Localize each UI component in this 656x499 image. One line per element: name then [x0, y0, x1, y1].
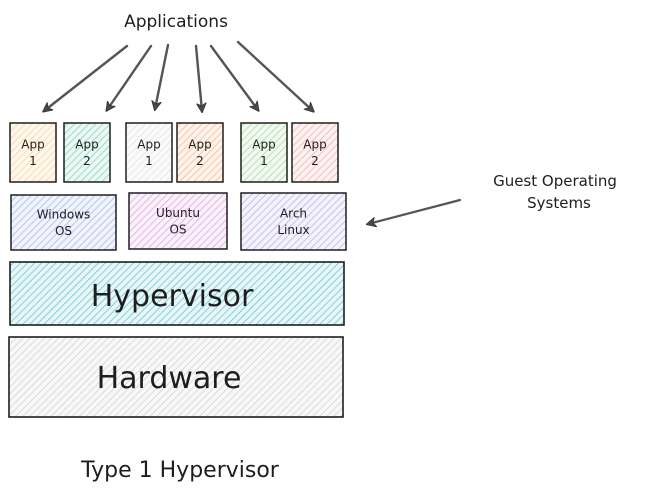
guest-os-box-label-line-2: Linux: [277, 223, 309, 237]
app-box-label-line-1: App: [303, 138, 326, 152]
arrow-to-app-1: [44, 44, 129, 111]
arrow-to-app-6: [236, 40, 313, 111]
app-box: App 2: [63, 122, 111, 183]
app-box-label-line-2: 1: [260, 154, 268, 168]
app-box-border: [240, 122, 288, 183]
application-arrows: [44, 40, 313, 111]
guest-os-box-label-line-1: Windows: [37, 208, 91, 222]
hypervisor-fill: [10, 262, 344, 325]
app-box-fill: [64, 123, 110, 182]
hypervisor-layer: Hypervisor: [9, 261, 345, 326]
app-box-label-line-1: App: [188, 138, 211, 152]
arrow-to-app-2: [107, 44, 153, 110]
app-box: App 1: [240, 122, 288, 183]
guest-os-box-border: [10, 194, 117, 251]
guest-os-box-label-line-1: Ubuntu: [156, 206, 200, 220]
arrow-to-app-4: [194, 44, 202, 111]
hypervisor-border: [9, 261, 345, 326]
app-box-fill: [177, 123, 223, 182]
app-box: App 1: [9, 122, 57, 183]
app-box-label-line-2: 1: [29, 154, 37, 168]
guest-os-box-fill: [241, 193, 346, 250]
app-box-fill: [126, 123, 172, 182]
hardware-border: [8, 336, 344, 418]
app-box-label-line-1: App: [21, 138, 44, 152]
arrow-to-guest-os: [368, 198, 462, 224]
app-box-label-line-1: App: [252, 138, 275, 152]
applications-label: Applications: [124, 12, 228, 32]
app-box-label-line-2: 2: [311, 154, 319, 168]
app-box-fill: [241, 123, 287, 182]
app-box: App 2: [176, 122, 224, 183]
app-box-label-line-2: 1: [145, 154, 153, 168]
app-box-border: [176, 122, 224, 183]
arrow-to-app-5: [209, 44, 258, 110]
app-box-fill: [10, 123, 56, 182]
guest-os-box-fill: [129, 193, 227, 249]
hardware-label: Hardware: [97, 361, 242, 396]
guest-os-label-line-1: Guest Operating: [493, 172, 617, 190]
guest-os-box-fill: [11, 195, 116, 250]
guest-os-label-line-2: Systems: [527, 194, 591, 212]
hardware-fill: [9, 337, 343, 417]
app-boxes: App 1 App 2 App 1 App 2 App 1 App 2: [9, 122, 339, 183]
app-box-border: [9, 122, 57, 183]
app-box-border: [125, 122, 173, 183]
arrow-to-app-3: [155, 43, 170, 109]
app-box: App 2: [291, 122, 339, 183]
hypervisor-label: Hypervisor: [91, 279, 254, 314]
app-box-label-line-2: 2: [83, 154, 91, 168]
guest-os-box-label-line-2: OS: [169, 222, 186, 236]
app-box-label-line-1: App: [137, 138, 160, 152]
app-box: App 1: [125, 122, 173, 183]
app-box-border: [63, 122, 111, 183]
guest-os-box-label-line-2: OS: [55, 224, 72, 238]
app-box-label-line-1: App: [75, 138, 98, 152]
app-box-fill: [292, 123, 338, 182]
guest-os-box-label-line-1: Arch: [280, 207, 307, 221]
diagram-title: Type 1 Hypervisor: [80, 458, 280, 483]
app-box-label-line-2: 2: [196, 154, 204, 168]
app-box-border: [291, 122, 339, 183]
hardware-layer: Hardware: [8, 336, 344, 418]
guest-os-box-border: [128, 192, 228, 250]
guest-os-box-border: [240, 192, 347, 251]
